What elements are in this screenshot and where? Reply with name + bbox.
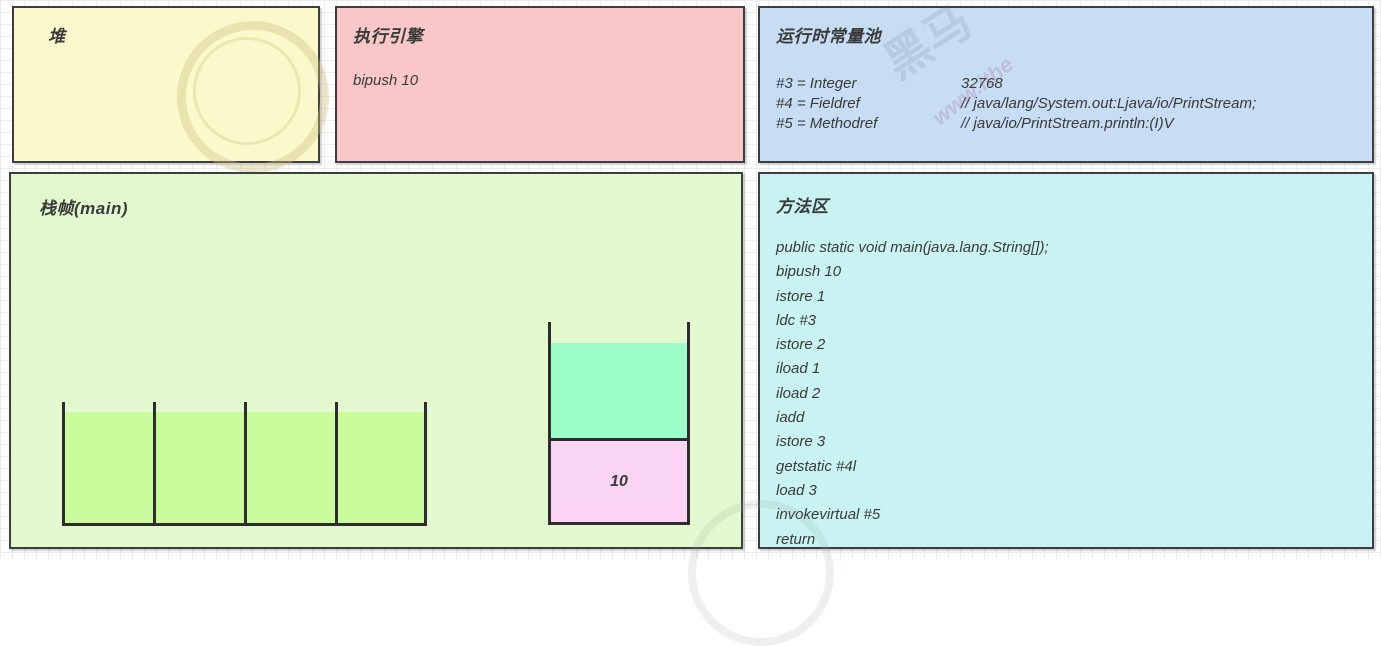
local-variable-slot-1 [153,412,244,523]
method-area-title: 方法区 [776,197,829,216]
constant-pool-entry-value: // java/lang/System.out:Ljava/io/PrintSt… [961,95,1257,112]
bytecode-line: istore 3 [776,433,826,451]
local-variable-slot-2 [245,412,336,523]
bytecode-line: getstatic #4l [776,457,857,475]
heap-box: 堆 [12,6,329,173]
runtime-constant-pool-box: 运行时常量池 #3 = Integer 32768 #4 = Fieldref … [758,6,1374,163]
constant-pool-entry-value: // java/io/PrintStream.println:(I)V [961,115,1174,132]
constant-pool-entry-value: 32768 [961,75,1003,92]
heap-title: 堆 [48,27,66,46]
stack-bottom-line [548,522,690,525]
constant-pool-entry-key: #4 = Fieldref [776,95,860,112]
operand-stack-bottom-segment: 10 [548,441,690,522]
slot-divider-line [62,402,65,526]
slot-divider-line [424,402,427,526]
operand-stack-divider-line [548,438,690,441]
stack-frame-title: 栈帧(main) [39,199,128,218]
bytecode-line: iload 1 [776,360,821,378]
stack-side-line [687,322,690,525]
constant-pool-entries: #3 = Integer 32768 #4 = Fieldref // java… [776,74,1364,134]
operand-stack: 10 [548,322,690,525]
bytecode-listing: public static void main(java.lang.String… [776,236,1364,552]
constant-pool-entry: #5 = Methodref // java/io/PrintStream.pr… [776,114,1364,134]
watermark-logo-inner-ring-icon [193,37,301,145]
bytecode-line: return [776,530,816,548]
bytecode-line: bipush 10 [776,263,842,281]
stack-frame-box: 栈帧(main) 10 [9,172,743,549]
slot-divider-line [335,402,338,526]
method-area-box: 方法区 public static void main(java.lang.St… [758,172,1374,549]
runtime-constant-pool-title: 运行时常量池 [776,27,881,46]
bytecode-line: ldc #3 [776,311,817,329]
bytecode-line: load 3 [776,481,817,499]
operand-stack-top-segment [548,343,690,438]
constant-pool-entry: #3 = Integer 32768 [776,74,1364,94]
local-variable-table [62,402,427,526]
slot-divider-line [153,402,156,526]
current-instruction: bipush 10 [353,72,419,89]
bytecode-line: istore 1 [776,287,826,305]
constant-pool-entry: #4 = Fieldref // java/lang/System.out:Lj… [776,94,1364,114]
bytecode-line: iadd [776,409,805,427]
stack-side-line [548,322,551,525]
execution-engine-title: 执行引擎 [353,27,423,46]
bytecode-line: public static void main(java.lang.String… [776,239,1049,256]
bytecode-line: iload 2 [776,384,821,402]
execution-engine-box: 执行引擎 bipush 10 [335,6,745,163]
bytecode-line: invokevirtual #5 [776,506,881,524]
local-variable-slot-0 [62,412,153,523]
constant-pool-entry-key: #5 = Methodref [776,115,878,132]
local-variable-slot-3 [336,412,427,523]
slot-divider-line [244,402,247,526]
constant-pool-entry-key: #3 = Integer [776,75,857,92]
table-bottom-line [62,523,427,526]
watermark-logo-ring-icon [177,21,329,173]
bytecode-line: istore 2 [776,336,826,354]
